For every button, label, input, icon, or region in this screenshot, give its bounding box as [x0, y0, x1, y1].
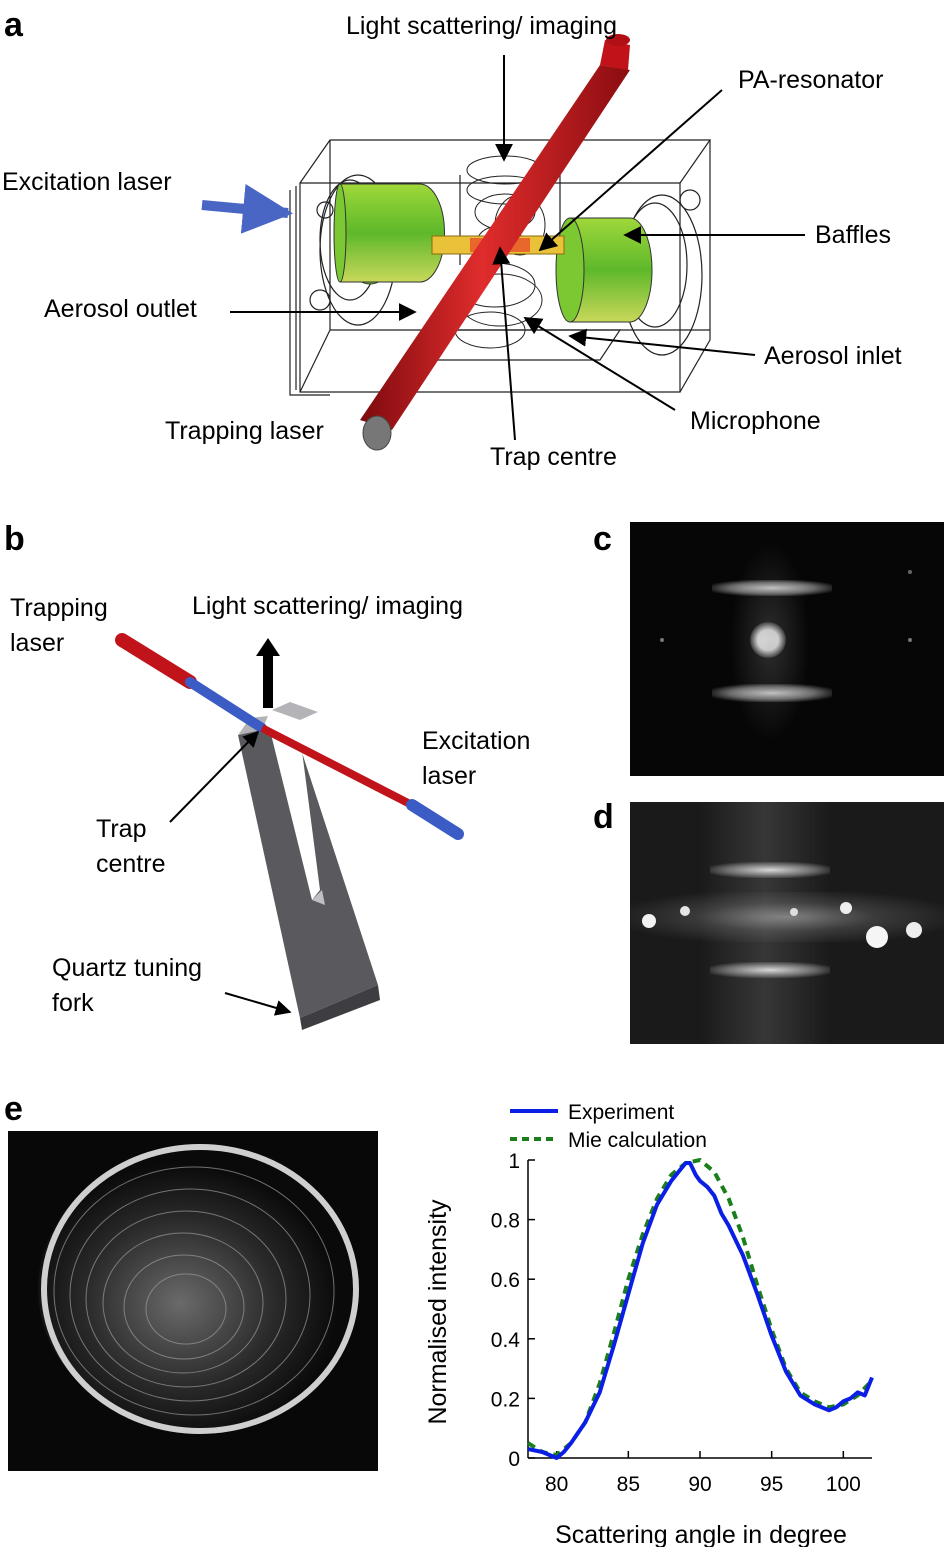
scattering-pattern-e: [8, 1131, 378, 1471]
x-axis-title: Scattering angle in degree: [555, 1521, 847, 1547]
y-tick-label: 0.8: [491, 1210, 520, 1233]
legend-label-experiment: Experiment: [568, 1101, 674, 1124]
panel-b-schematic: [115, 633, 464, 1030]
x-tick-label: 85: [617, 1473, 640, 1496]
label-pa-resonator: PA-resonator: [738, 66, 884, 94]
label-aerosol-inlet: Aerosol inlet: [764, 342, 902, 370]
chart-plot-area: [526, 1158, 874, 1460]
x-tick-label: 80: [545, 1473, 568, 1496]
excitation-laser-arrow: [201, 183, 293, 234]
x-tick-label: 100: [826, 1473, 861, 1496]
x-tick-label: 95: [760, 1473, 783, 1496]
y-tick-label: 0.6: [491, 1269, 520, 1292]
label-microphone: Microphone: [690, 407, 821, 435]
x-tick-label: 90: [688, 1473, 711, 1496]
y-axis-title: Normalised intensity: [424, 1199, 452, 1425]
panel-label-e: e: [4, 1090, 23, 1128]
panel-a-schematic: [201, 34, 805, 451]
series-line-experiment: [527, 1161, 874, 1460]
legend-label-mie: Mie calculation: [568, 1129, 707, 1152]
panel-label-c: c: [593, 520, 612, 558]
baffle-left: [333, 183, 445, 285]
chart-legend: Experiment Mie calculation: [510, 1101, 707, 1152]
label-baffles: Baffles: [815, 221, 891, 249]
panel-label-d: d: [593, 798, 614, 836]
y-tick-label: 0.4: [491, 1329, 521, 1352]
label-excitation-laser-b: Excitation laser: [422, 727, 531, 790]
micrograph-d: [630, 802, 944, 1044]
label-quartz-fork: Quartz tuning fork: [52, 954, 203, 1017]
series-line-mie: [526, 1158, 874, 1457]
label-excitation-laser-a: Excitation laser: [2, 168, 172, 196]
label-light-scattering-a: Light scattering/ imaging: [346, 12, 617, 40]
intensity-chart: Experiment Mie calculation 0 0.2 0.4 0.6 0.8…: [424, 1101, 874, 1547]
chamber-wireframe: [289, 139, 712, 396]
y-tick-label: 0: [508, 1448, 520, 1471]
label-light-scattering-b: Light scattering/ imaging: [192, 592, 463, 620]
label-trapping-laser-b: Trapping laser: [10, 594, 108, 657]
chart-axes: 0 0.2 0.4 0.6 0.8 1 80 85 90 95 100: [491, 1150, 872, 1496]
quartz-tuning-fork: [238, 702, 380, 1030]
y-tick-label: 0.2: [491, 1388, 520, 1411]
label-aerosol-outlet: Aerosol outlet: [44, 295, 197, 323]
panel-a-arrows: [230, 55, 805, 441]
laser-beam-b: [115, 633, 464, 840]
y-tick-label: 1: [508, 1150, 520, 1173]
panel-label-a: a: [4, 6, 23, 44]
label-trap-centre-a: Trap centre: [490, 443, 617, 471]
label-trapping-laser-a: Trapping laser: [165, 417, 324, 445]
label-trap-centre-b: Trap centre: [96, 815, 166, 878]
baffle-right: [555, 217, 653, 323]
micrograph-c: [630, 522, 944, 776]
panel-label-b: b: [4, 520, 25, 558]
